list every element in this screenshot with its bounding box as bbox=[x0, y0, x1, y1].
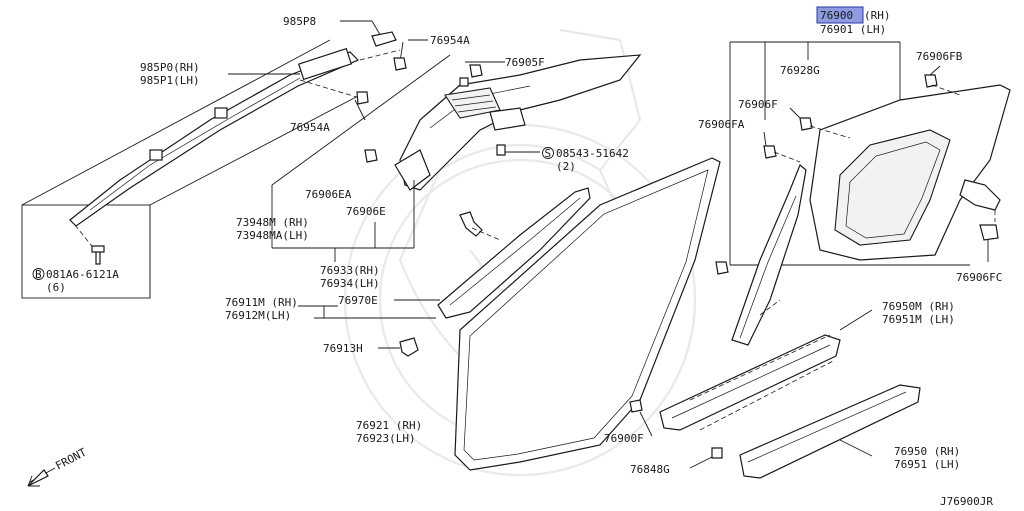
kicking-plate-76950M bbox=[659, 334, 841, 431]
clip-76900F-icon bbox=[629, 399, 643, 413]
front-arrow-icon bbox=[27, 467, 56, 487]
label-08543[interactable]: 08543-51642 bbox=[556, 147, 629, 160]
clip-985P8-icon bbox=[371, 31, 397, 47]
clip-76848G-icon bbox=[711, 447, 723, 459]
circled-s-icon: S bbox=[542, 147, 554, 160]
label-76906FB[interactable]: 76906FB bbox=[916, 50, 963, 63]
clip-76970E-icon bbox=[459, 211, 483, 237]
label-76905F[interactable]: 76905F bbox=[505, 56, 545, 69]
label-76906E[interactable]: 76906E bbox=[346, 205, 386, 218]
diagram-code: J76900JR bbox=[940, 495, 993, 508]
clip-76954A-mid-icon bbox=[356, 91, 369, 105]
label-76906FA[interactable]: 76906FA bbox=[698, 118, 745, 131]
label-76923[interactable]: 76923(LH) bbox=[356, 432, 416, 445]
label-76906EA[interactable]: 76906EA bbox=[305, 188, 352, 201]
label-76906FC[interactable]: 76906FC bbox=[956, 271, 1002, 284]
leaders-right bbox=[639, 65, 989, 469]
label-73948M[interactable]: 73948M (RH) bbox=[236, 216, 309, 229]
label-76900F[interactable]: 76900F bbox=[604, 432, 644, 445]
label-76954A-top[interactable]: 76954A bbox=[430, 34, 470, 47]
label-76950[interactable]: 76950 (RH) bbox=[894, 445, 960, 458]
label-76906F[interactable]: 76906F bbox=[738, 98, 778, 111]
label-73948MA[interactable]: 73948MA(LH) bbox=[236, 229, 309, 242]
label-76912M[interactable]: 76912M(LH) bbox=[225, 309, 291, 322]
label-76970E[interactable]: 76970E bbox=[338, 294, 378, 307]
leaders-left bbox=[228, 20, 505, 121]
label-08543-qty: (2) bbox=[556, 160, 576, 173]
kicking-plate-76950 bbox=[739, 384, 921, 479]
pillar-trim-group bbox=[394, 54, 642, 191]
label-76900-selected[interactable]: 76900 bbox=[820, 9, 853, 22]
label-76901[interactable]: 76901 (LH) bbox=[820, 23, 886, 36]
label-76900-rh: (RH) bbox=[864, 9, 891, 22]
label-76928G[interactable]: 76928G bbox=[780, 64, 820, 77]
label-76934[interactable]: 76934(LH) bbox=[320, 277, 380, 290]
label-985P0[interactable]: 985P0(RH) bbox=[140, 61, 200, 74]
label-76913H[interactable]: 76913H bbox=[323, 342, 363, 355]
bracket-76913H-icon bbox=[399, 337, 419, 357]
svg-text:S: S bbox=[545, 147, 552, 160]
label-76911M[interactable]: 76911M (RH) bbox=[225, 296, 298, 309]
label-76951[interactable]: 76951 (LH) bbox=[894, 458, 960, 471]
clip-76954A-top-icon bbox=[393, 57, 407, 71]
front-label: FRONT bbox=[53, 445, 89, 472]
label-081A6[interactable]: 081A6-6121A bbox=[46, 268, 119, 281]
label-985P8[interactable]: 985P8 bbox=[283, 15, 316, 28]
leaders-center bbox=[271, 54, 451, 349]
curtain-airbag-group bbox=[21, 39, 401, 299]
label-76954A-mid[interactable]: 76954A bbox=[290, 121, 330, 134]
label-76921[interactable]: 76921 (RH) bbox=[356, 419, 422, 432]
label-76950M[interactable]: 76950M (RH) bbox=[882, 300, 955, 313]
svg-text:B: B bbox=[35, 268, 42, 281]
label-76848G[interactable]: 76848G bbox=[630, 463, 670, 476]
label-76933[interactable]: 76933(RH) bbox=[320, 264, 380, 277]
label-081A6-qty: (6) bbox=[46, 281, 66, 294]
circled-b-icon: B bbox=[32, 268, 45, 281]
label-76951M[interactable]: 76951M (LH) bbox=[882, 313, 955, 326]
selected-part-highlight[interactable] bbox=[816, 6, 864, 24]
label-985P1[interactable]: 985P1(LH) bbox=[140, 74, 200, 87]
rear-quarter-trim-group bbox=[715, 41, 1011, 346]
